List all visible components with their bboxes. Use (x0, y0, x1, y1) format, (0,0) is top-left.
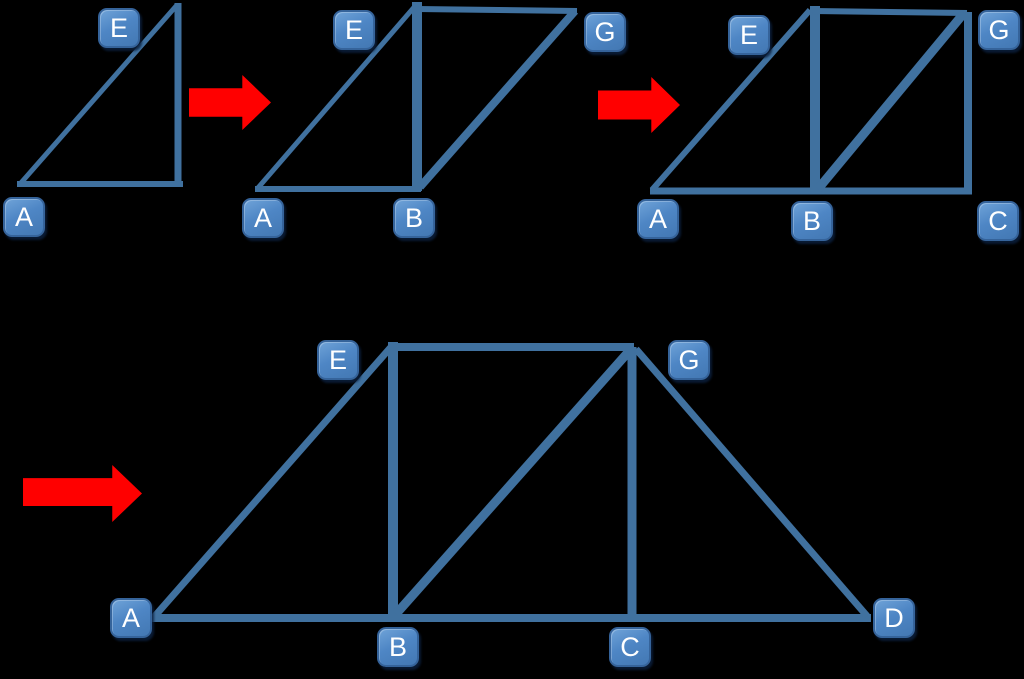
step2-edge-EG (416, 6, 578, 14)
step4-node-label-G: G (668, 340, 710, 380)
step1-node-label-E: E (98, 8, 140, 48)
step2-node-label-G: G (584, 12, 626, 52)
step4-node-label-D: D (873, 598, 915, 638)
step4-edge-AE (151, 344, 394, 620)
step3-node-label-E: E (728, 15, 770, 55)
step4-node-label-B: B (377, 627, 419, 667)
step4-node-label-C: C (609, 627, 651, 667)
step-2-figure (255, 2, 579, 192)
step3-node-label-C: C (977, 201, 1019, 241)
step1-node-label-A: A (3, 197, 45, 237)
step3-edge-AE (649, 8, 813, 192)
step-3-figure (649, 6, 972, 195)
step2-node-label-B: B (393, 198, 435, 238)
step2-node-label-E: E (333, 10, 375, 50)
step3-node-label-B: B (791, 201, 833, 241)
step4-node-label-E: E (317, 340, 359, 380)
step1-edge-AE (18, 3, 179, 186)
step2-edge-AE (255, 3, 418, 191)
step4-node-label-A: A (110, 598, 152, 638)
step-4-figure (151, 342, 871, 622)
step3-node-label-G: G (978, 10, 1020, 50)
step2-edge-GB (416, 8, 579, 190)
step3-edge-GB (814, 10, 968, 192)
step2-node-label-A: A (242, 198, 284, 238)
step-1-figure (17, 3, 183, 187)
step4-edge-GB (392, 346, 635, 617)
step3-edge-EG (812, 8, 968, 16)
step4-edge-GD (633, 346, 870, 619)
step3-node-label-A: A (637, 199, 679, 239)
